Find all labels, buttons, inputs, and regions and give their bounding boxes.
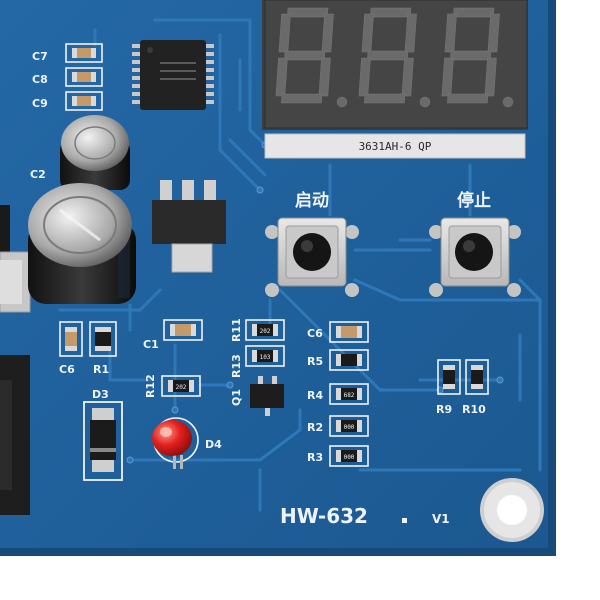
label-r10: R10 — [462, 403, 486, 416]
smd-r11: 202 — [245, 319, 285, 341]
electrolytic-capacitor-small — [60, 115, 130, 190]
smd-r2: 000 — [329, 415, 369, 437]
smd-r12: 202 — [161, 375, 201, 397]
diode-d3 — [83, 401, 123, 481]
microcontroller-chip — [132, 40, 214, 110]
display-part-number: 3631AH-6 QP — [359, 140, 432, 153]
transistor-q1 — [250, 376, 284, 416]
svg-text:202: 202 — [176, 384, 187, 391]
label-r5: R5 — [307, 355, 323, 368]
electrolytic-capacitor-large — [28, 183, 136, 304]
label-r4: R4 — [307, 389, 323, 402]
label-c6-left: C6 — [59, 363, 75, 376]
label-c2: C2 — [30, 168, 46, 181]
start-label: 启动 — [295, 190, 329, 211]
label-r11: R11 — [230, 318, 243, 342]
label-c7: C7 — [32, 50, 48, 63]
label-d3: D3 — [92, 388, 109, 401]
smd-r3: 000 — [329, 445, 369, 467]
stop-button[interactable] — [429, 217, 521, 297]
label-r1: R1 — [93, 363, 109, 376]
smd-c6-r1 — [59, 321, 117, 357]
stop-label: 停止 — [457, 190, 491, 211]
svg-text:202: 202 — [260, 328, 271, 335]
label-c1: C1 — [143, 338, 159, 351]
label-c8: C8 — [32, 73, 48, 86]
seven-segment-display: 3631AH-6 QP — [262, 0, 528, 159]
svg-text:682: 682 — [344, 392, 355, 399]
svg-text:000: 000 — [344, 424, 355, 431]
svg-text:103: 103 — [260, 354, 271, 361]
voltage-regulator — [152, 180, 226, 273]
label-d4: D4 — [205, 438, 222, 451]
svg-text:000: 000 — [344, 454, 355, 461]
led-d4 — [152, 417, 199, 469]
label-r13: R13 — [230, 354, 243, 378]
smd-c1 — [163, 319, 203, 341]
smd-capacitor-group — [65, 43, 103, 111]
label-r9: R9 — [436, 403, 452, 416]
board-version: V1 — [432, 512, 450, 526]
smd-r13: 103 — [245, 345, 285, 367]
start-button[interactable] — [265, 217, 359, 297]
label-c9: C9 — [32, 97, 48, 110]
smd-r4: 682 — [329, 383, 369, 405]
label-r3: R3 — [307, 451, 323, 464]
smd-c6-right — [329, 321, 369, 343]
label-c6-right: C6 — [307, 327, 323, 340]
label-r12: R12 — [144, 374, 157, 398]
smd-r9-r10 — [437, 359, 489, 395]
smd-r5 — [329, 349, 369, 371]
board-model: HW-632 — [280, 504, 368, 528]
label-r2: R2 — [307, 421, 323, 434]
label-q1: Q1 — [230, 389, 243, 406]
mounting-hole — [480, 478, 544, 542]
